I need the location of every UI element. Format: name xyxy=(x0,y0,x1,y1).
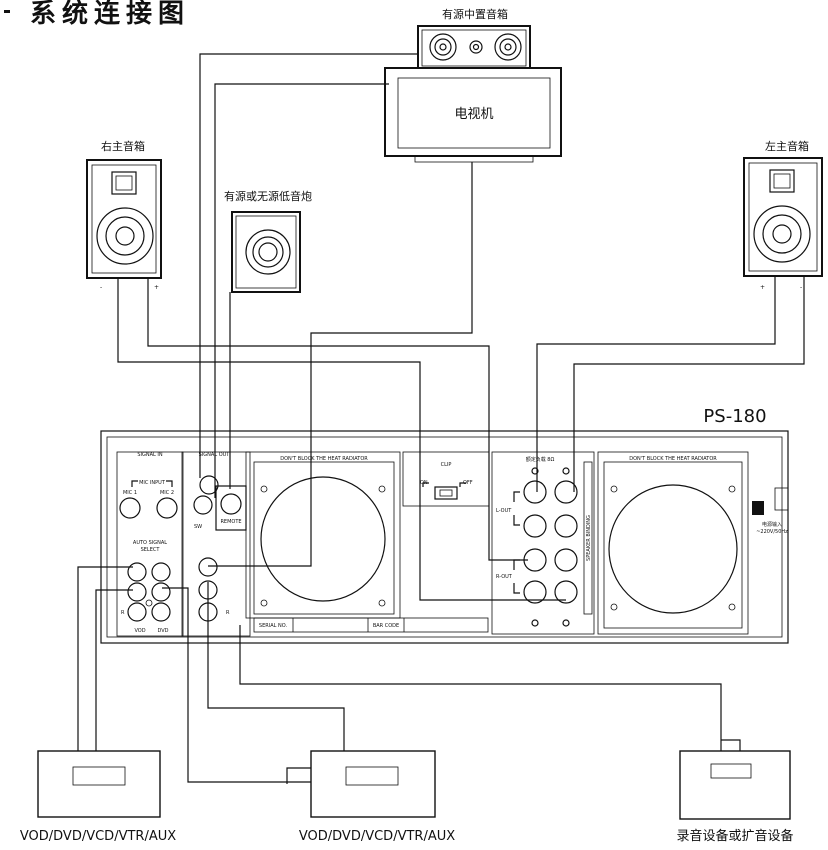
mic1-jack xyxy=(119,497,141,519)
serial-bar-code-strip xyxy=(253,617,489,633)
clip-label: CLIP xyxy=(441,462,452,468)
tv-label: 电视机 xyxy=(454,107,493,122)
signal-out-jacks xyxy=(193,475,247,622)
right-main-speaker xyxy=(86,159,162,279)
source1-label: VOD/DVD/VCD/VTR/AUX xyxy=(20,829,176,844)
heat-radiator-label-left: DON'T BLOCK THE HEAT RADIATOR xyxy=(280,456,368,462)
mic2-jack xyxy=(156,497,178,519)
source-device-1 xyxy=(37,750,161,818)
rca-input-jacks xyxy=(127,562,171,622)
diagram-title: 系统连接图 xyxy=(30,0,190,29)
right-main-speaker-label: 右主音箱 xyxy=(101,139,145,153)
mic2-label: MIC 2 xyxy=(160,490,174,496)
rated-load-label: 额定负载 8Ω xyxy=(526,456,555,463)
left-speaker-minus: - xyxy=(800,284,802,291)
subwoofer xyxy=(231,211,301,293)
power-spec-label: ~220V/50Hz xyxy=(756,529,788,535)
right-speaker-plus: + xyxy=(154,284,159,291)
source-device-2 xyxy=(310,750,436,818)
vod-label: VOD xyxy=(134,628,145,634)
left-main-speaker-label: 左主音箱 xyxy=(765,139,809,153)
left-main-speaker xyxy=(743,157,823,277)
l-out-label: L-OUT xyxy=(496,508,512,514)
clip-on-label: ON xyxy=(420,480,428,486)
amplifier-rear-panel xyxy=(100,430,789,644)
clip-off-label: OFF xyxy=(463,480,473,486)
rca-out-r-label: R xyxy=(226,610,230,616)
dvd-label: DVD xyxy=(157,628,168,634)
mic1-label: MIC 1 xyxy=(123,490,137,496)
center-speaker-label: 有源中置音箱 xyxy=(442,7,508,21)
subwoofer-label: 有源或无源低音炮 xyxy=(224,189,312,203)
rca-in-r-label: R xyxy=(121,610,125,616)
source2-label: VOD/DVD/VCD/VTR/AUX xyxy=(299,829,455,844)
tv xyxy=(384,67,562,163)
sw-label: SW xyxy=(194,524,202,530)
auto-signal-label: AUTO SIGNAL xyxy=(133,540,167,546)
recorder-device xyxy=(679,750,791,820)
right-speaker-minus: - xyxy=(100,284,102,291)
mic-input-label: MIC INPUT xyxy=(139,480,166,486)
speaker-binding-label: SPEAKER BINDING xyxy=(586,515,592,561)
connection-wires xyxy=(77,53,805,784)
fan-left xyxy=(260,476,386,607)
signal-in-label: SIGNAL IN xyxy=(137,452,163,458)
fan-right xyxy=(608,484,738,614)
title-dash xyxy=(4,10,10,13)
power-input-label: 电源输入 xyxy=(762,521,782,528)
speaker-terminals xyxy=(513,467,578,627)
select-label: SELECT xyxy=(141,547,161,553)
model-name: PS-180 xyxy=(703,406,766,427)
left-speaker-plus: + xyxy=(760,284,765,291)
center-speaker xyxy=(417,25,531,71)
serial-no-label: SERIAL NO. xyxy=(259,623,288,629)
mic-input-bracket xyxy=(131,480,173,487)
bar-code-label: BAR CODE xyxy=(373,623,399,629)
recorder-label: 录音设备或扩音设备 xyxy=(676,828,793,844)
heat-radiator-label-right: DON'T BLOCK THE HEAT RADIATOR xyxy=(629,456,717,462)
power-inlet xyxy=(752,501,764,515)
r-out-label: R-OUT xyxy=(496,574,513,580)
remote-label: REMOTE xyxy=(220,519,241,525)
